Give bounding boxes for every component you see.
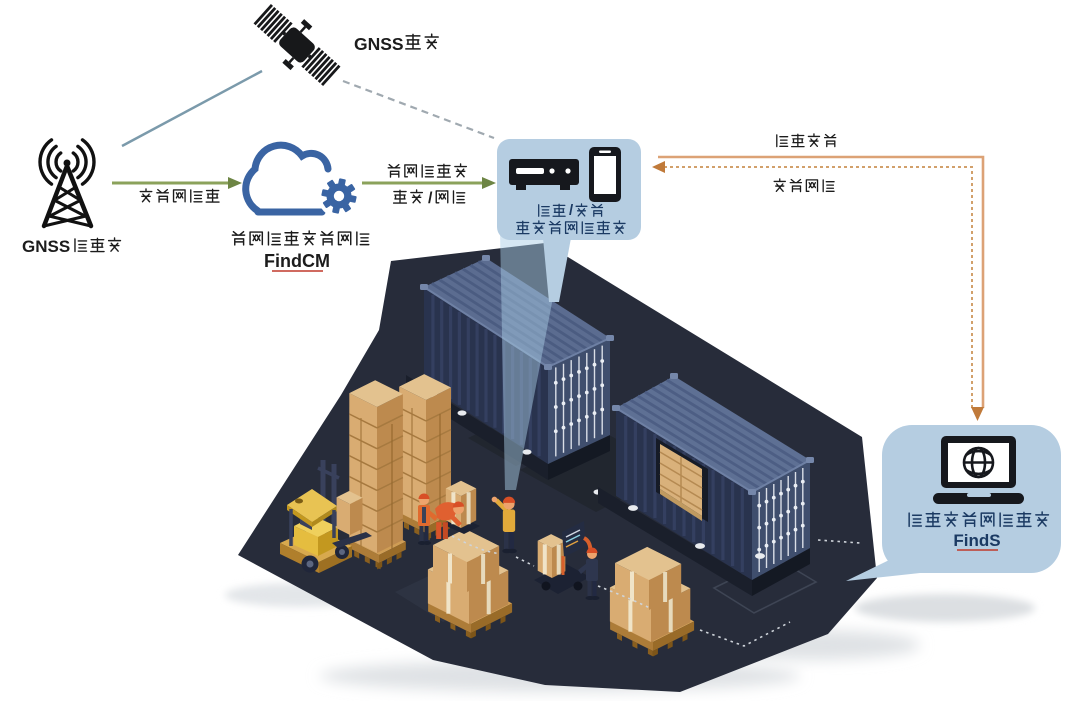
svg-text:GNSS: GNSS: [22, 237, 70, 256]
svg-text:FindCM: FindCM: [264, 251, 330, 271]
svg-text:GNSS: GNSS: [354, 34, 404, 54]
svg-text:/: /: [428, 190, 433, 207]
svg-text:/: /: [569, 202, 574, 219]
svg-text:FindS: FindS: [953, 531, 1000, 550]
